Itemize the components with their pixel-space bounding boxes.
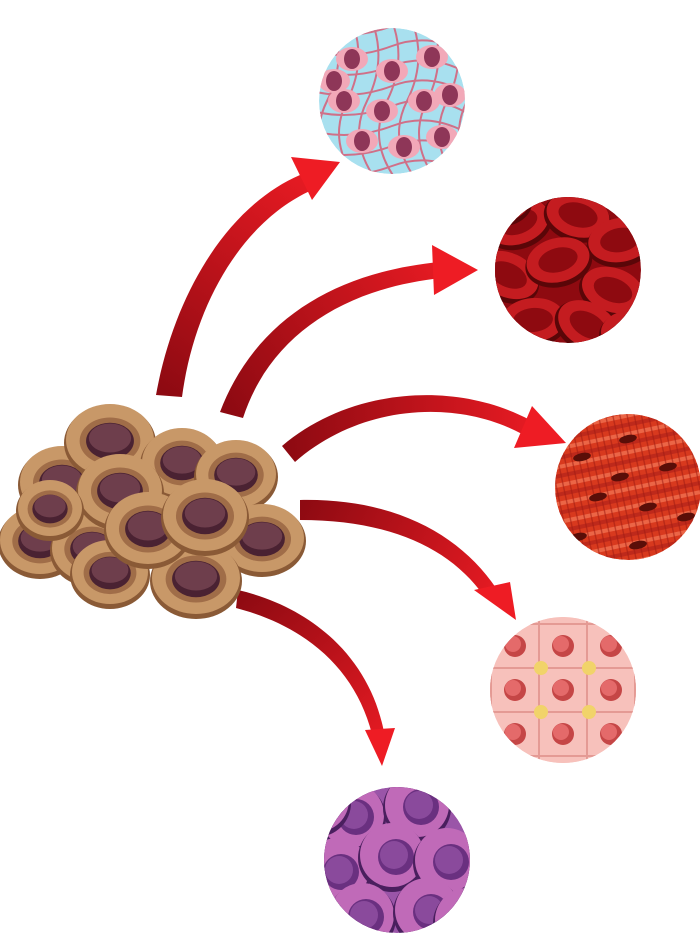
bone-cell [442, 85, 458, 105]
muscle-nucleus [677, 512, 695, 522]
muscle-nucleus [573, 452, 591, 462]
arrow-to-purple-cells [236, 590, 395, 766]
red-blood-cell [495, 250, 540, 304]
epithelial-tissue-icon [490, 617, 636, 763]
muscle-tissue-icon [555, 414, 700, 560]
epithelial-cell [634, 711, 636, 757]
epithelial-cell [490, 755, 492, 763]
bone-cell [424, 47, 440, 67]
stem-cell-cluster [0, 404, 306, 619]
muscle-nucleus [589, 492, 607, 502]
red-blood-cell [599, 310, 641, 343]
cell-junction [534, 661, 548, 675]
epithelial-cell [490, 755, 540, 763]
epithelial-cell [634, 755, 636, 763]
stem-cell [161, 479, 249, 556]
epithelial-cell [634, 667, 636, 713]
bone-cell [434, 127, 450, 147]
red-blood-cell-tissue-icon [495, 197, 641, 343]
muscle-nucleus [619, 434, 637, 444]
arrow-to-blood [220, 245, 478, 418]
muscle-nucleus [629, 540, 647, 550]
muscle-nucleus [639, 502, 657, 512]
arrow-to-bone [156, 157, 340, 397]
purple-cell [324, 787, 351, 837]
bone-cell [344, 49, 360, 69]
bone-cell [336, 91, 352, 111]
bone-cell [416, 91, 432, 111]
epithelial-cell [490, 711, 492, 757]
bone-cell [374, 101, 390, 121]
purple-cell [358, 823, 426, 892]
stem-cell [16, 480, 84, 541]
red-blood-cell [525, 237, 593, 288]
epithelial-cell [634, 623, 636, 669]
arrows [156, 157, 566, 766]
red-blood-cell [495, 197, 532, 227]
epithelial-cell [586, 617, 636, 625]
cell-junction [534, 705, 548, 719]
epithelial-cell [538, 755, 588, 763]
purple-cell-tissue-icon [324, 787, 470, 933]
arrow-to-epithelium [300, 499, 516, 620]
bone-cell [326, 71, 342, 91]
bone-cell [396, 137, 412, 157]
cell-junction [582, 705, 596, 719]
epithelial-cell [490, 667, 492, 713]
bone-cell [354, 131, 370, 151]
epithelial-cell [490, 623, 492, 669]
bone-cell [384, 61, 400, 81]
epithelial-cell [538, 617, 588, 625]
muscle-nucleus [659, 462, 677, 472]
epithelial-cell [634, 617, 636, 625]
cell-junction [582, 661, 596, 675]
epithelial-cell [586, 755, 636, 763]
arrow-to-muscle [282, 395, 566, 462]
muscle-nucleus [611, 472, 629, 482]
